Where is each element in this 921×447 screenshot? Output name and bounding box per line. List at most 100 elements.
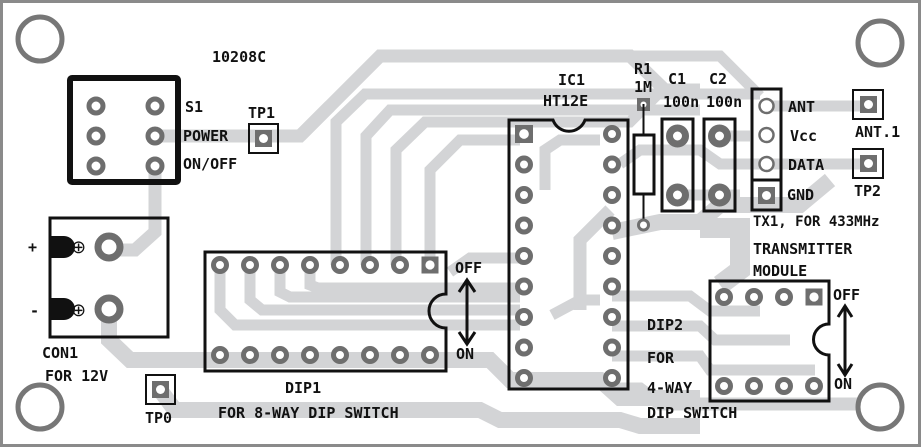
trace xyxy=(700,218,750,293)
mounting-hole-bottom-left xyxy=(15,382,65,432)
con1-minus-label: - xyxy=(30,302,39,320)
trace xyxy=(295,101,335,141)
dip2-4way-switch: OFF ON DIP2 FOR 4-WAY DIP SWITCH xyxy=(647,279,860,422)
tx1-pin-ant: ANT xyxy=(788,98,815,116)
trace xyxy=(330,88,760,265)
ic1-pad xyxy=(603,155,621,174)
r1-ref: R1 xyxy=(634,60,652,78)
dip2-pad xyxy=(775,377,793,395)
ic1-pad xyxy=(515,186,533,204)
ic1-pad xyxy=(515,155,533,174)
s1-pad xyxy=(145,156,165,176)
dip1-pad xyxy=(271,256,289,274)
dip2-pad xyxy=(775,288,793,306)
trace xyxy=(244,265,520,316)
ic1-pad xyxy=(603,277,621,296)
c2-value: 100n xyxy=(706,93,742,111)
dip1-pad xyxy=(331,346,349,364)
trace xyxy=(360,104,700,265)
dip1-on-label: ON xyxy=(456,345,474,363)
trace xyxy=(612,320,790,346)
ic1-pad xyxy=(603,338,621,357)
s1-pad xyxy=(145,96,165,116)
ic1-pad xyxy=(515,277,533,296)
dip1-pad xyxy=(271,346,289,364)
c1-capacitor: C1 100n xyxy=(660,70,699,213)
tx1-pin-vcc: Vcc xyxy=(790,127,817,145)
trace xyxy=(424,134,520,265)
dip2-pad xyxy=(745,288,763,306)
dip2-pin1-square-pad xyxy=(805,288,823,306)
c2-capacitor: C2 100n xyxy=(702,70,742,213)
dip1-pad xyxy=(211,256,229,274)
dip1-off-label: OFF xyxy=(455,259,482,277)
ic1-pad xyxy=(603,216,621,235)
dip2-line1: FOR xyxy=(647,349,675,367)
tp0-ref: TP0 xyxy=(145,409,172,427)
dip2-ref: DIP2 xyxy=(647,316,683,334)
trace xyxy=(610,173,836,240)
ic1-pin1-square-pad xyxy=(515,125,533,143)
dip1-pad xyxy=(331,256,349,274)
r1-resistor: R1 1M xyxy=(632,60,656,232)
ic1-pad xyxy=(603,369,621,387)
s1-pad xyxy=(145,126,165,146)
ic1-pad xyxy=(515,308,533,326)
ic1-pad xyxy=(515,247,533,265)
tx1-pin-gnd: GND xyxy=(787,186,814,204)
dip2-direction-arrow-icon xyxy=(836,303,854,378)
dip1-pad xyxy=(241,346,259,364)
trace xyxy=(539,134,600,190)
con1-note: FOR 12V xyxy=(45,367,108,385)
trace xyxy=(304,265,520,294)
tx1-desc-line3: MODULE xyxy=(753,262,807,280)
ic1-pad xyxy=(603,125,621,143)
tx1-transmitter-module: ANT Vcc DATA GND TX1, FOR 433MHz TRANSMI… xyxy=(750,87,879,280)
dip2-pad xyxy=(745,377,763,395)
board-code: 10208C xyxy=(212,48,266,66)
dip1-pad xyxy=(301,346,319,364)
s1-label-onoff: ON/OFF xyxy=(183,155,237,173)
trace xyxy=(390,88,664,265)
con1-ref: CON1 xyxy=(42,344,78,362)
s1-ref: S1 xyxy=(185,98,203,116)
ic1-pad xyxy=(515,216,533,235)
con1-plus-label: + xyxy=(28,238,37,256)
copper-traces xyxy=(101,49,868,434)
ic1-ref: IC1 xyxy=(558,71,585,89)
trace xyxy=(612,290,760,317)
con1-polarity-minus: ⊕ xyxy=(71,300,86,321)
tp2-ref: TP2 xyxy=(854,182,881,200)
trace xyxy=(274,265,520,303)
trace xyxy=(446,252,520,277)
c1-ref: C1 xyxy=(668,70,686,88)
dip1-pad xyxy=(361,346,379,364)
tp0-test-point: TP0 xyxy=(145,374,176,427)
s1-pad xyxy=(86,96,106,116)
trace xyxy=(612,350,815,376)
s1-pad xyxy=(86,126,106,146)
c2-ref: C2 xyxy=(709,70,727,88)
dip1-pad xyxy=(211,346,229,364)
trace xyxy=(380,50,764,100)
mounting-holes xyxy=(15,14,905,432)
trace xyxy=(214,265,520,331)
ant1-ref: ANT.1 xyxy=(855,123,900,141)
ic1-pad xyxy=(515,369,533,387)
tx1-desc-line2: TRANSMITTER xyxy=(753,240,853,258)
s1-label-power: POWER xyxy=(183,127,229,145)
dip2-pad xyxy=(715,377,733,395)
c1-value: 100n xyxy=(663,93,699,111)
ic1-ht12e: IC1 HT12E xyxy=(507,71,630,391)
dip2-off-label: OFF xyxy=(833,286,860,304)
dip2-on-label: ON xyxy=(834,375,852,393)
dip1-pad xyxy=(241,256,259,274)
dip1-pin1-square-pad xyxy=(421,256,439,274)
tp1-ref: TP1 xyxy=(248,104,275,122)
dip1-pad xyxy=(391,256,409,274)
dip1-pad xyxy=(391,346,409,364)
dip2-pad xyxy=(715,288,733,306)
trace xyxy=(153,385,700,434)
ic1-pad xyxy=(603,247,621,265)
